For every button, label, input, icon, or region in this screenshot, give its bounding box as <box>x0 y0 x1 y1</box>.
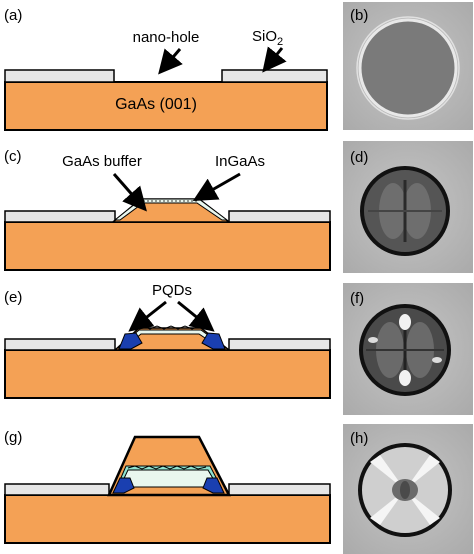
facet-highlight-2 <box>405 455 440 490</box>
panel-d-letter: (d) <box>350 149 368 166</box>
bright-dot-bottom <box>399 370 411 386</box>
bright-dot-left <box>368 337 378 343</box>
nanohole-opening <box>358 18 458 118</box>
panel-d: (d) <box>343 141 473 273</box>
pqd-right <box>201 332 226 350</box>
pqds-arrow-right <box>177 300 215 332</box>
ingaas-layer <box>119 469 219 488</box>
facet-highlight-3 <box>370 490 405 525</box>
nanohole-rim <box>356 16 460 120</box>
sio2-mask-right <box>228 338 331 351</box>
bright-dot-top <box>399 314 411 330</box>
panel-g-letter: (g) <box>4 429 22 446</box>
pqd-left <box>112 477 135 494</box>
bright-dot-right <box>432 357 442 363</box>
nano-hole-label: nano-hole <box>133 29 200 46</box>
nano-hole-arrow <box>158 48 183 75</box>
pqd-left <box>118 332 143 350</box>
gaas-substrate <box>4 221 331 271</box>
panel-e: (e) PQDs <box>4 282 331 399</box>
sio2-mask-left <box>4 210 116 223</box>
sio2-mask-right <box>221 69 328 83</box>
gaas-substrate <box>4 81 328 131</box>
facet-highlight-1 <box>370 455 405 490</box>
sio2-mask-left <box>4 338 116 351</box>
ingaas-label: InGaAs <box>215 153 265 170</box>
wetting-layer <box>127 465 207 470</box>
panel-c: (c) GaAs buffer InGaAs <box>4 148 331 271</box>
center-dot-core <box>400 481 410 499</box>
ingaas-arrow <box>192 172 241 201</box>
panel-c-letter: (c) <box>4 148 22 165</box>
panel-a: (a) nano-hole SiO2 GaAs (001) <box>4 7 328 131</box>
sio2-label: SiO2 <box>252 28 283 48</box>
gaas-substrate <box>4 494 331 544</box>
gaas-buffer-label: GaAs buffer <box>62 153 142 170</box>
panel-g: (g) <box>4 429 331 544</box>
panel-a-letter: (a) <box>4 7 22 24</box>
sio2-mask-left <box>4 69 115 83</box>
panel-f: (f) <box>343 283 473 415</box>
gaas-buffer-arrow <box>112 173 147 212</box>
facet-highlight-4 <box>405 490 440 525</box>
panel-h-letter: (h) <box>350 430 368 447</box>
pqds-arrow-left <box>128 300 167 332</box>
panel-h: (h) <box>343 424 473 554</box>
panel-b: (b) <box>343 2 473 130</box>
sio2-mask-left <box>4 483 110 496</box>
sio2-mask-right <box>228 210 331 223</box>
panel-e-letter: (e) <box>4 289 22 306</box>
substrate-label: GaAs (001) <box>115 96 197 113</box>
gaas-substrate <box>4 349 331 399</box>
pqd-right <box>202 477 225 494</box>
ingaas-layer <box>113 198 229 221</box>
panel-f-letter: (f) <box>350 290 364 307</box>
panel-b-letter: (b) <box>350 7 368 24</box>
pqds-label: PQDs <box>152 282 192 299</box>
sio2-arrow <box>262 46 287 73</box>
sio2-mask-right <box>228 483 331 496</box>
